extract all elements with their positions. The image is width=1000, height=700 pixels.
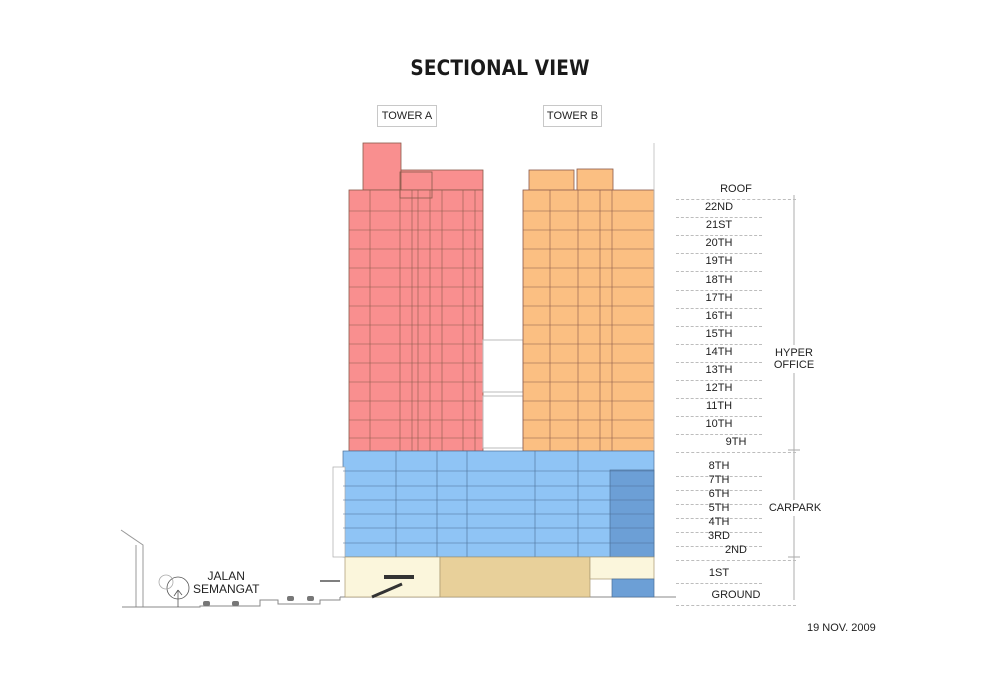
tower-b-label: TOWER B xyxy=(543,105,602,127)
level-6th: 6TH xyxy=(676,487,762,505)
level-13th: 13TH xyxy=(676,363,762,381)
zone-dimension-line xyxy=(788,195,800,600)
level-17th: 17TH xyxy=(676,291,762,309)
tower-a-label: TOWER A xyxy=(377,105,437,127)
level-10th: 10TH xyxy=(676,417,762,435)
level-15th: 15TH xyxy=(676,327,762,345)
level-16th: 16TH xyxy=(676,309,762,327)
page-title: SECTIONAL VIEW xyxy=(410,56,590,80)
level-4th: 4TH xyxy=(676,515,762,533)
car-icon xyxy=(203,596,314,606)
level-21st: 21ST xyxy=(676,218,762,236)
level-ground: GROUND xyxy=(676,588,796,606)
level-7th: 7TH xyxy=(676,473,762,491)
level-12th: 12TH xyxy=(676,381,762,399)
level-roof: ROOF xyxy=(676,182,796,200)
level-9th: 9TH xyxy=(676,435,796,453)
sky-bridge xyxy=(482,339,524,449)
carpark-block xyxy=(332,450,655,558)
tower-b xyxy=(522,143,655,452)
level-8th: 8TH xyxy=(676,459,762,477)
podium-block xyxy=(320,556,655,599)
level-20th: 20TH xyxy=(676,236,762,254)
level-5th: 5TH xyxy=(676,501,762,519)
level-3rd: 3RD xyxy=(676,529,762,547)
neighbour-building xyxy=(120,529,144,607)
street-label-line2: SEMANGAT xyxy=(193,582,260,596)
level-2nd: 2ND xyxy=(676,543,796,561)
drawing-date: 19 NOV. 2009 xyxy=(807,622,876,634)
zone-hyper-office-line1: HYPER xyxy=(775,347,813,359)
level-18th: 18TH xyxy=(676,273,762,291)
tree-icon xyxy=(158,574,190,607)
level-22nd: 22ND xyxy=(676,200,762,218)
tower-a xyxy=(348,142,484,452)
zone-carpark: CARPARK xyxy=(764,500,826,516)
level-14th: 14TH xyxy=(676,345,762,363)
street-label-line1: JALAN xyxy=(207,569,245,583)
level-1st: 1ST xyxy=(676,566,762,584)
level-19th: 19TH xyxy=(676,254,762,272)
zone-hyper-office-line2: OFFICE xyxy=(773,359,815,371)
zone-hyper-office: HYPER OFFICE xyxy=(768,345,820,373)
level-11th: 11TH xyxy=(676,399,762,417)
street-label: JALAN SEMANGAT xyxy=(193,570,259,596)
